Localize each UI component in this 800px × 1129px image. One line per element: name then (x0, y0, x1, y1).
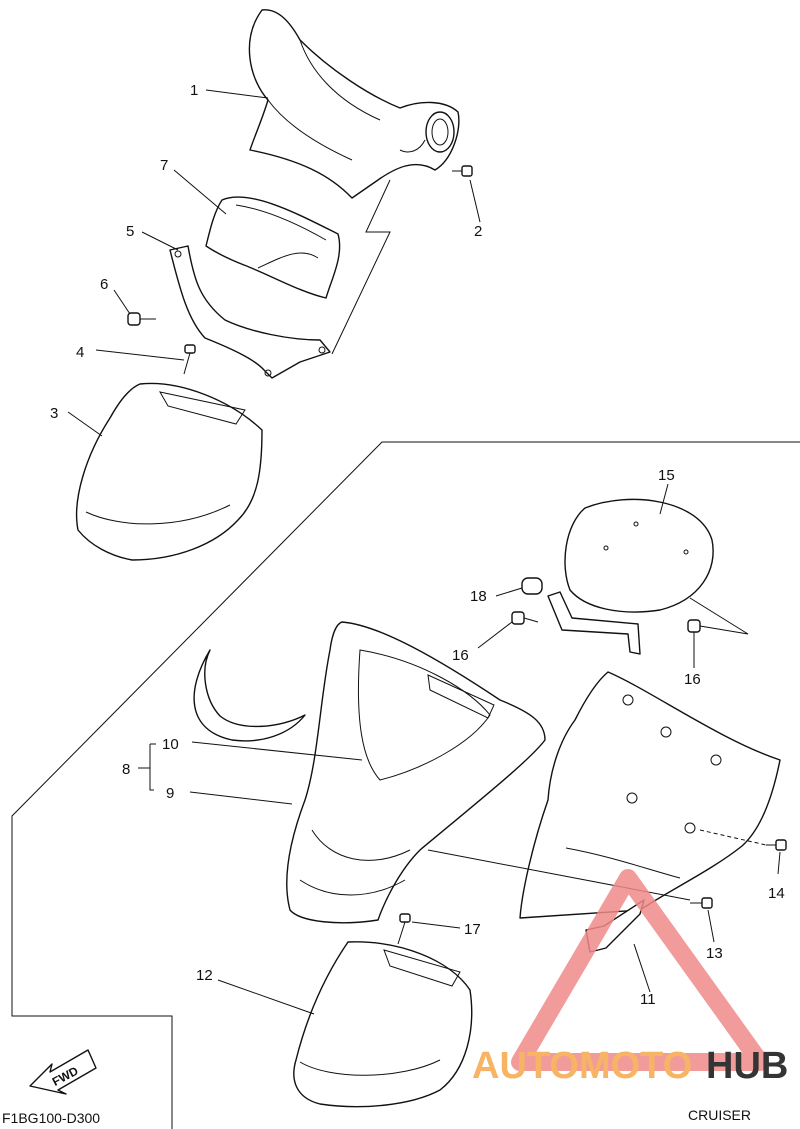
bracket-5 (169, 245, 331, 379)
front-cover-lower (293, 941, 473, 1108)
callout-8: 8 (122, 761, 130, 778)
watermark-text-b: HUB (706, 1045, 788, 1087)
callout-10: 10 (162, 736, 179, 753)
screw-14 (766, 839, 787, 851)
callout-7: 7 (160, 157, 168, 174)
grommet-18 (521, 577, 543, 595)
meter-panel (205, 196, 341, 299)
screw14-guide (699, 829, 767, 846)
callout-2: 2 (474, 223, 482, 240)
cap-bracket (547, 591, 641, 655)
bolt-16-left (511, 611, 539, 625)
fwd-arrow-badge: FWD (29, 1049, 97, 1095)
trim-10 (193, 649, 306, 742)
callout-6: 6 (100, 276, 108, 293)
watermark-triangle (511, 869, 769, 1071)
assembly-outline (331, 179, 391, 355)
callout-13: 13 (706, 945, 723, 962)
callout-17: 17 (464, 921, 481, 938)
model-name: CRUISER (688, 1107, 751, 1123)
callout-11: 11 (640, 991, 656, 1008)
leader-lines (67, 89, 781, 1015)
callout-5: 5 (126, 223, 134, 240)
callout-16-right: 16 (684, 671, 701, 688)
bolt16-guide (689, 597, 749, 635)
callout-4: 4 (76, 344, 84, 361)
callout-1: 1 (190, 82, 198, 99)
screw-2 (452, 165, 473, 177)
callout-16-left: 16 (452, 647, 469, 664)
callout-18: 18 (470, 588, 487, 605)
group-frame-line (11, 441, 800, 1129)
front-cover-upper (75, 382, 263, 561)
handlebar-cover (248, 9, 460, 199)
callout-12: 12 (196, 967, 213, 984)
callout-15: 15 (658, 467, 675, 484)
bolt-6 (127, 312, 156, 326)
callout-9: 9 (166, 785, 174, 802)
screw-13 (690, 897, 713, 909)
screw-4 (183, 344, 196, 375)
bolt-16-right (687, 619, 713, 633)
watermark-logo: AUTOMOTO HUB (472, 869, 788, 1087)
front-panel-9 (286, 621, 546, 924)
callout-labels: 1 2 3 4 5 6 7 8 9 10 11 12 13 14 15 16 1… (50, 82, 785, 1008)
callout-3: 3 (50, 405, 58, 422)
diagram-code: F1BG100-D300 (2, 1110, 100, 1126)
screw-17 (397, 913, 411, 945)
callout-14: 14 (768, 885, 785, 902)
watermark-text-a: AUTOMOTO (472, 1045, 692, 1087)
front-cap-15 (564, 498, 714, 613)
